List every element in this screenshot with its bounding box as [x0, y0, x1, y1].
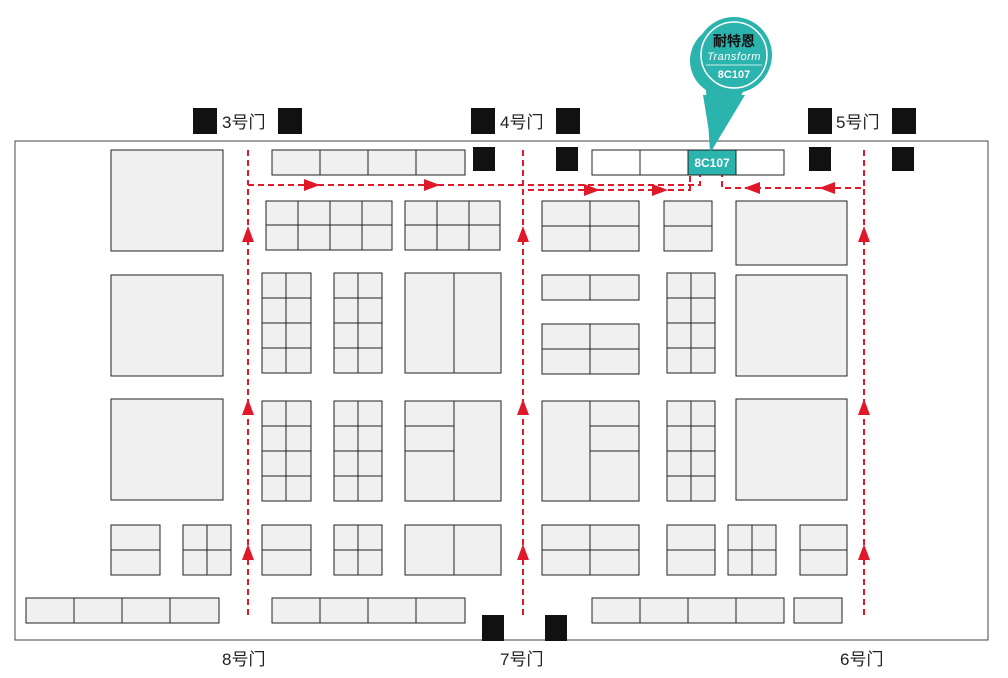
- pillar: [809, 147, 831, 171]
- pillar: [892, 108, 916, 134]
- pin-booth-code: 8C107: [718, 69, 750, 81]
- gate-8-label: 8号门: [222, 650, 265, 669]
- pillars: [193, 108, 916, 641]
- route-arrow-icon: [744, 182, 760, 194]
- booth[interactable]: [793, 597, 843, 624]
- route-arrow-icon: [517, 544, 529, 560]
- pillar: [278, 108, 302, 134]
- route-arrow-icon: [242, 399, 254, 415]
- route-arrow-icon: [304, 179, 320, 191]
- booth[interactable]: [735, 200, 848, 266]
- route-arrow-icon: [517, 226, 529, 242]
- pillar: [193, 108, 217, 134]
- booth[interactable]: [735, 398, 848, 501]
- route-arrow-icon: [858, 399, 870, 415]
- booths: [25, 149, 848, 624]
- route-arrow-icon: [652, 184, 668, 196]
- route-arrow-icon: [819, 182, 835, 194]
- pillar: [471, 108, 495, 134]
- route-arrow-icon: [242, 544, 254, 560]
- booth[interactable]: [110, 274, 224, 377]
- pillar: [556, 147, 578, 171]
- pin-company-name: 耐特恩: [713, 33, 755, 50]
- pillar: [482, 615, 504, 641]
- booth[interactable]: [404, 524, 502, 576]
- pillar: [473, 147, 495, 171]
- pillar: [545, 615, 567, 641]
- route-arrow-icon: [858, 544, 870, 560]
- gate-7-label: 7号门: [500, 650, 543, 669]
- visitor-routes: [242, 150, 870, 615]
- booth[interactable]: [110, 398, 224, 501]
- gate-5-label: 5号门: [836, 113, 879, 132]
- gate-4-label: 4号门: [500, 113, 543, 132]
- booth[interactable]: [735, 274, 848, 377]
- pin-brand: Transform: [707, 51, 761, 63]
- location-pin-icon: [690, 17, 772, 153]
- route-arrow-icon: [584, 184, 600, 196]
- gate-3-label: 3号门: [222, 113, 265, 132]
- pillar: [892, 147, 914, 171]
- highlight-booth-8C107[interactable]: [687, 149, 737, 176]
- booth[interactable]: [404, 272, 502, 374]
- route-arrow-icon: [517, 399, 529, 415]
- route-arrow-icon: [242, 226, 254, 242]
- route-arrow-icon: [424, 179, 440, 191]
- pillar: [808, 108, 832, 134]
- highlight-booth-code: 8C107: [694, 156, 730, 170]
- booth[interactable]: [110, 149, 224, 252]
- route-arrow-icon: [858, 226, 870, 242]
- pillar: [556, 108, 580, 134]
- gate-6-label: 6号门: [840, 650, 883, 669]
